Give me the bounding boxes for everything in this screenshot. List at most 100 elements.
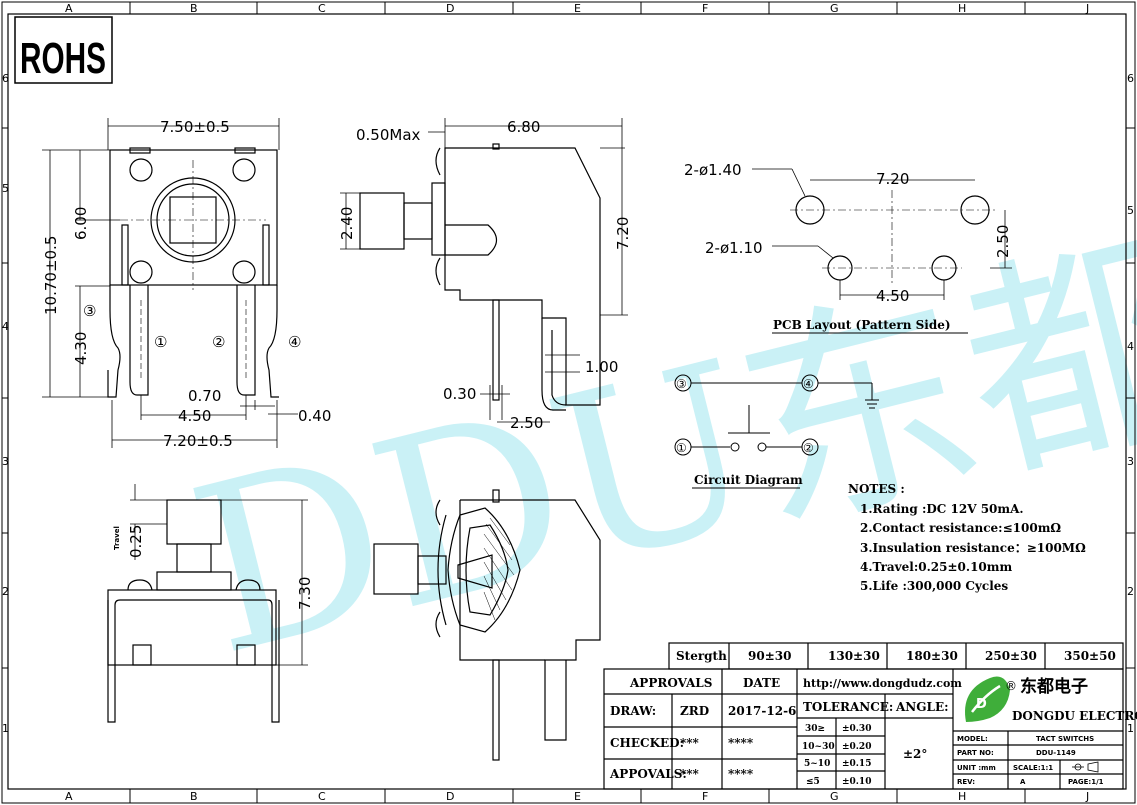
model-value: TACT SWITCHS	[1036, 735, 1094, 743]
note-item: 4.Travel:0.25±0.10mm	[860, 560, 1012, 574]
pin-1-label: ①	[154, 333, 167, 351]
dim-600-label: 6.00	[72, 207, 90, 240]
col-label: G	[830, 2, 839, 15]
strength-table	[668, 642, 1124, 670]
col-label: E	[574, 2, 581, 15]
notes-title: NOTES :	[848, 482, 905, 496]
pcb-dim-450-label: 4.50	[876, 287, 909, 305]
front-dim-labels: 7.50±0.5 7.20±0.5 10.70±0.5 6.00 4.30 0.…	[42, 118, 331, 450]
bottom-view	[107, 499, 280, 723]
page-label: PAGE:1/1	[1068, 778, 1104, 786]
row-labels: 6 5 4 3 2 1 6 5 4 3 2 1	[2, 72, 1134, 735]
row-label: 2	[2, 585, 9, 598]
note-item: 2.Contact resistance:≤100mΩ	[860, 521, 1061, 535]
angle-header: ANGLE:	[895, 700, 949, 714]
column-labels-bottom: A B C D E F G H J	[65, 790, 1089, 803]
dim-040-label: 0.40	[298, 407, 331, 425]
projection-symbol-icon	[1072, 761, 1099, 773]
tolerance-header: TOLERANCE:	[803, 700, 893, 714]
row-label: 6	[2, 72, 9, 85]
approvals-header: APPROVALS	[629, 676, 712, 690]
pcb-dim-720-label: 7.20	[876, 170, 909, 188]
circuit-labels: ③ ④ ① ② Circuit Diagram	[676, 377, 814, 487]
company-name-cn: 东都电子	[1020, 676, 1088, 697]
col-label: D	[446, 790, 454, 803]
col-label: B	[190, 2, 198, 15]
company-logo: D	[965, 676, 1010, 722]
notes: NOTES : 1.Rating :DC 12V 50mA. 2.Contact…	[848, 482, 1086, 593]
dim-730-label: 7.30	[296, 577, 314, 610]
svg-text:D: D	[976, 697, 987, 712]
row-label: 1	[1127, 722, 1134, 735]
tol-value: ±0.30	[842, 724, 871, 734]
model-label: MODEL:	[957, 735, 988, 743]
dim-bottom-label: 7.20±0.5	[163, 432, 233, 450]
col-label: C	[318, 790, 326, 803]
dim-240-label: 2.40	[338, 207, 356, 240]
appovals-label: APPOVALS:	[609, 767, 687, 781]
dim-070-label: 0.70	[188, 387, 221, 405]
note-item: 3.Insulation resistance：≥100MΩ	[860, 541, 1086, 555]
col-label: C	[318, 2, 326, 15]
col-label: D	[446, 2, 454, 15]
pin-4-label: ④	[288, 333, 301, 351]
strength-value: 250±30	[985, 649, 1037, 663]
angle-value: ±2°	[903, 747, 927, 761]
dim-top-label: 7.50±0.5	[160, 118, 230, 136]
circuit-title: Circuit Diagram	[694, 473, 803, 487]
col-label: H	[958, 2, 966, 15]
row-label: 5	[2, 182, 9, 195]
inner-frame	[7, 13, 1127, 790]
note-item: 1.Rating :DC 12V 50mA.	[860, 502, 1024, 516]
dim-720-label: 7.20	[614, 217, 632, 250]
spec-rows: MODEL: TACT SWITCHS PART NO: DDU-1149 UN…	[957, 735, 1104, 786]
tol-range: 10~30	[802, 742, 835, 752]
dim-450-label: 4.50	[178, 407, 211, 425]
travel-label: Travel	[113, 526, 121, 550]
company-url: http://www.dongdudz.com	[803, 677, 962, 690]
strength-value: 350±50	[1064, 649, 1116, 663]
company-name-en: DONGDU ELECTRONICS	[1012, 709, 1137, 723]
strength-labels: Stergth 90±30 130±30 180±30 250±30 350±5…	[676, 649, 1116, 663]
circuit-node-3: ③	[676, 377, 687, 391]
tolerance-rows: 30≥ ±0.30 10~30 ±0.20 5~10 ±0.15 ≤5 ±0.1…	[802, 724, 871, 787]
tol-range: ≤5	[806, 777, 820, 787]
hole2-label: 2-ø1.10	[705, 239, 763, 257]
column-labels-top: A B C D E F G H J	[65, 2, 1089, 15]
strength-header: Stergth	[676, 649, 727, 663]
watermark: DDU东都	[170, 201, 1137, 707]
tol-range: 5~10	[804, 759, 830, 769]
circuit-diagram	[674, 374, 879, 489]
circuit-node-4: ④	[803, 377, 814, 391]
col-label: H	[958, 790, 966, 803]
checked-name: ***	[680, 736, 700, 750]
checked-date: ****	[728, 736, 754, 750]
rev-value: A	[1020, 778, 1026, 786]
part-label: PART NO:	[957, 749, 994, 757]
tol-value: ±0.15	[842, 759, 871, 769]
pcb-labels: 2-ø1.40 2-ø1.10 7.20 2.50 4.50 PCB Layou…	[684, 161, 1012, 332]
row-label: 3	[2, 455, 9, 468]
col-label: F	[702, 790, 708, 803]
dim-height-label: 10.70±0.5	[42, 236, 60, 315]
dim-680-label: 6.80	[507, 118, 540, 136]
col-label: B	[190, 790, 198, 803]
row-label: 5	[1127, 204, 1134, 217]
bottom-dims	[130, 484, 308, 666]
dim-100-label: 1.00	[585, 358, 618, 376]
side-view	[359, 143, 601, 411]
front-view	[107, 147, 279, 398]
front-dims	[42, 118, 298, 448]
pin-3-label: ③	[83, 302, 96, 320]
rev-label: REV:	[957, 778, 975, 786]
col-label: E	[574, 790, 581, 803]
tol-range: 30≥	[805, 724, 825, 734]
draw-date: 2017-12-6	[728, 704, 796, 718]
row-label: 6	[1127, 72, 1134, 85]
part-value: DDU-1149	[1036, 749, 1076, 757]
pcb-layout-title: PCB Layout (Pattern Side)	[773, 318, 951, 332]
checked-label: CHECKED:	[610, 736, 684, 750]
side-dim-labels: 6.80 0.50Max 2.40 7.20 1.00 0.30 2.50	[338, 118, 632, 432]
tol-value: ±0.10	[842, 777, 871, 787]
